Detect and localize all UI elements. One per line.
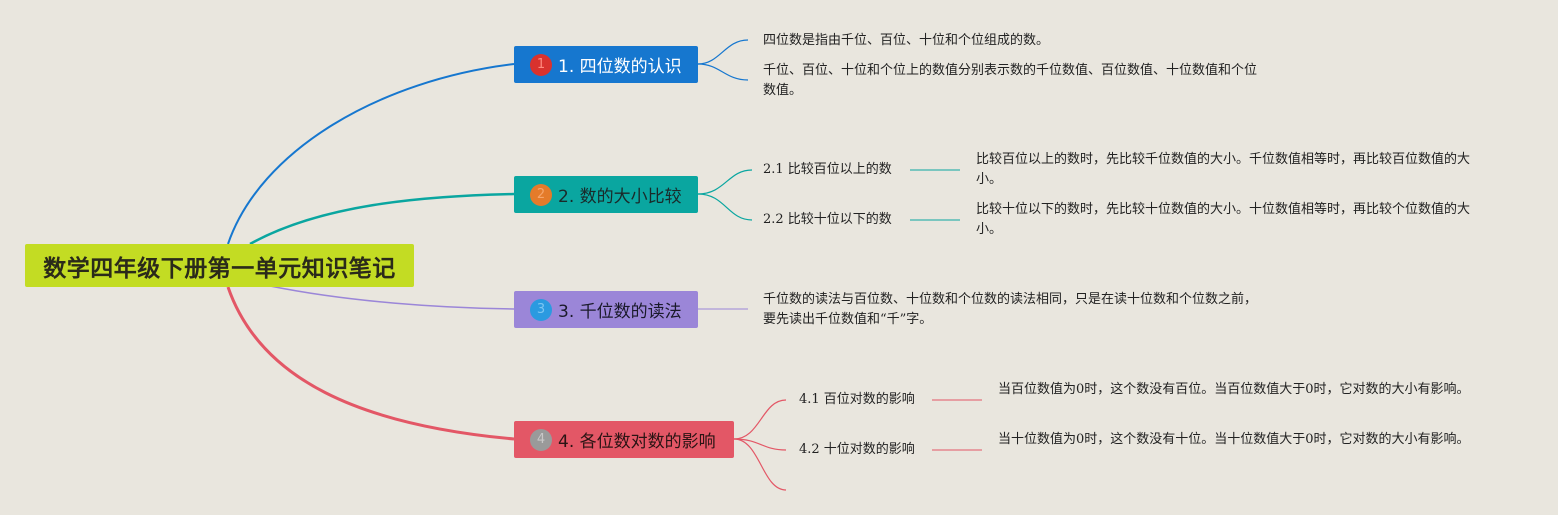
branch2-sub1-note[interactable]: 比较百位以上的数时，先比较千位数值的大小。千位数值相等时，再比较百位数值的大小。 <box>976 152 1471 187</box>
number-badge-icon: 4 <box>530 428 552 451</box>
branch-label: 4. 各位数对数的影响 <box>558 432 716 452</box>
link-root-branch4 <box>226 286 515 441</box>
link-branch4-tail <box>733 438 787 491</box>
number-badge-icon: 2 <box>530 183 552 206</box>
link-branch4-sub2 <box>733 438 787 451</box>
root-title: 数学四年级下册第一单元知识笔记 <box>43 255 396 282</box>
link-branch4-sub1 <box>733 399 787 440</box>
branch4-sub-1[interactable]: 4.1 百位对数的影响 <box>799 392 915 407</box>
root-topic[interactable]: 数学四年级下册第一单元知识笔记 <box>25 244 414 287</box>
link-root-branch3 <box>269 285 515 310</box>
branch3-note-1[interactable]: 千位数的读法与百位数、十位数和个位数的读法相同，只是在读十位数和个位数之前，要先… <box>763 292 1258 327</box>
link-branch1-note1 <box>697 39 749 65</box>
branch2-sub-2[interactable]: 2.2 比较十位以下的数 <box>763 212 892 227</box>
link-branch2-sub2 <box>697 193 753 221</box>
branch4-sub2-note[interactable]: 当十位数值为0时，这个数没有十位。当十位数值大于0时，它对数的大小有影响。 <box>998 432 1470 447</box>
branch-topic-1[interactable]: 1 1. 四位数的认识 <box>514 46 698 83</box>
branch2-sub2-note[interactable]: 比较十位以下的数时，先比较十位数值的大小。十位数值相等时，再比较个位数值的大小。 <box>976 202 1471 237</box>
branch4-sub-2[interactable]: 4.2 十位对数的影响 <box>799 442 915 457</box>
branch-label: 2. 数的大小比较 <box>558 187 682 207</box>
branch-topic-2[interactable]: 2 2. 数的大小比较 <box>514 176 698 213</box>
branch-topic-4[interactable]: 4 4. 各位数对数的影响 <box>514 421 734 458</box>
branch2-sub-1[interactable]: 2.1 比较百位以上的数 <box>763 162 892 177</box>
branch4-sub1-note[interactable]: 当百位数值为0时，这个数没有百位。当百位数值大于0时，它对数的大小有影响。 <box>998 382 1470 397</box>
link-root-branch2 <box>249 192 515 246</box>
link-branch1-note2 <box>697 63 749 81</box>
branch-topic-3[interactable]: 3 3. 千位数的读法 <box>514 291 698 328</box>
branch1-note-1[interactable]: 四位数是指由千位、百位、十位和个位组成的数。 <box>763 33 1050 48</box>
number-badge-icon: 1 <box>530 53 552 76</box>
branch-label: 1. 四位数的认识 <box>558 57 682 77</box>
branch-label: 3. 千位数的读法 <box>558 302 682 322</box>
branch1-note-2[interactable]: 千位、百位、十位和个位上的数值分别表示数的千位数值、百位数值、十位数值和个位数值… <box>763 63 1258 98</box>
link-branch2-sub1 <box>697 169 753 195</box>
link-root-branch1 <box>227 63 515 245</box>
number-badge-icon: 3 <box>530 298 552 321</box>
